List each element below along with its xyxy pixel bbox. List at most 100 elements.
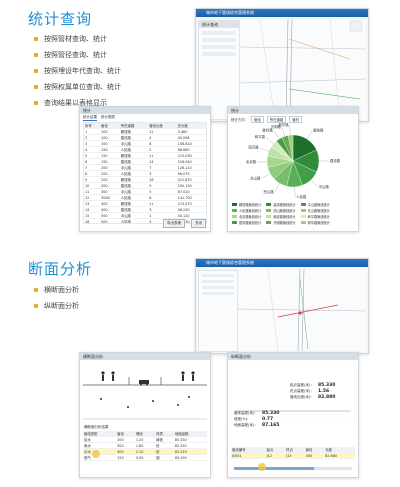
- legend-swatch: [232, 209, 237, 212]
- table-cell: 200: [100, 170, 120, 177]
- legend-item[interactable]: 北京路管线统计: [232, 214, 261, 219]
- table-cell: 85.330: [173, 442, 207, 449]
- legend-item[interactable]: 南京路管线统计: [266, 214, 296, 219]
- legend-item[interactable]: 解放路管线统计: [232, 202, 261, 207]
- tree-item[interactable]: [202, 280, 234, 283]
- table-cell: 100: [100, 134, 120, 141]
- legend-label: 中山路管线统计: [307, 203, 330, 207]
- dialog-title: 纵断面分析: [228, 353, 358, 360]
- query-field[interactable]: [202, 45, 236, 49]
- legend-label: 西山路管线统计: [273, 209, 296, 213]
- close-button[interactable]: 关闭: [191, 219, 206, 228]
- table-cell: 雨水: [83, 442, 117, 449]
- section-feature-list: 横断面分析纵断面分析: [34, 282, 79, 314]
- legend-swatch: [266, 221, 272, 224]
- table-cell: JS001: [231, 452, 266, 459]
- export-button[interactable]: 导出表格: [163, 219, 185, 228]
- tree-item[interactable]: [202, 274, 234, 277]
- horizontal-scrollbar[interactable]: [234, 467, 352, 470]
- panel-title: 统计查询: [199, 21, 239, 28]
- column-header[interactable]: 地面高程: [173, 431, 207, 437]
- column-header[interactable]: 管径: [116, 431, 135, 437]
- column-header[interactable]: 所在道路: [119, 123, 149, 129]
- stats-pie-dialog: 统计 统计方式： 管径所在道路管材 解放路建设路中山路人民路西山路东山路北京路南…: [227, 106, 359, 232]
- column-header[interactable]: 序号: [84, 123, 101, 129]
- pie-leader-line: [273, 130, 280, 140]
- table-cell: 解放路: [119, 176, 149, 183]
- pie-label: 中山路: [319, 184, 330, 189]
- query-field[interactable]: [202, 52, 236, 56]
- tree-item[interactable]: [202, 292, 234, 295]
- app-title-bar: 城市地下管线综合管理系统: [196, 259, 368, 267]
- stat-mode-option[interactable]: 所在道路: [266, 116, 287, 123]
- column-header[interactable]: 管线编号: [231, 447, 266, 453]
- table-cell: 215.030: [176, 152, 206, 159]
- column-header[interactable]: 管径: [100, 123, 120, 129]
- legend-item[interactable]: 东山路管线统计: [300, 208, 330, 213]
- table-cell: 2: [148, 212, 177, 219]
- table-cell: 解放路: [119, 128, 149, 135]
- column-header[interactable]: 管径: [304, 447, 325, 453]
- pie-label: 建设路: [330, 158, 341, 163]
- legend-item[interactable]: 胜利路管线统计: [232, 220, 261, 225]
- column-header[interactable]: 起点: [265, 447, 286, 453]
- column-header[interactable]: 管线长度: [148, 123, 177, 129]
- column-header[interactable]: 材质: [155, 431, 174, 437]
- stats-feature-item: 按照管材查询、统计: [34, 31, 121, 47]
- table-cell: 1: [84, 128, 101, 135]
- toolbar-label: 统计方式：: [231, 118, 248, 122]
- column-header[interactable]: 终点: [285, 447, 305, 453]
- legend-item[interactable]: 中山路管线统计: [300, 202, 330, 207]
- table-cell: 128.110: [176, 164, 206, 171]
- stat-mode-option[interactable]: 管径: [250, 116, 264, 123]
- column-header[interactable]: 总长度: [176, 123, 206, 129]
- legend-item[interactable]: 建设路管线统计: [266, 202, 296, 207]
- section-feature-item: 纵断面分析: [34, 298, 79, 314]
- table-cell: 11: [148, 152, 177, 159]
- stats-feature-list: 按照管材查询、统计按照管径查询、统计按照埋设年代查询、统计按照权属单位查询、统计…: [34, 31, 121, 111]
- legend-swatch: [266, 215, 272, 218]
- column-header[interactable]: 长度: [324, 447, 355, 453]
- table-row[interactable]: 16500人民路486.430: [84, 218, 206, 223]
- legend-item[interactable]: 新华路管线统计: [300, 220, 330, 225]
- column-header[interactable]: 埋深: [134, 431, 156, 437]
- column-header[interactable]: 管线类型: [83, 431, 117, 437]
- table-cell: 6: [148, 194, 177, 201]
- legend-item[interactable]: 人民路管线统计: [232, 208, 261, 213]
- query-field[interactable]: [202, 31, 236, 35]
- table-cell: 150: [100, 158, 120, 165]
- table-cell: J12: [265, 452, 286, 459]
- table-cell: 15: [84, 212, 101, 219]
- map-canvas[interactable]: [240, 19, 366, 119]
- tab-charts[interactable]: 统计图表: [101, 115, 115, 119]
- query-field[interactable]: [202, 38, 236, 42]
- legend-item[interactable]: 和平路管线统计: [300, 214, 330, 219]
- map-canvas-2[interactable]: [238, 269, 366, 351]
- legend-item[interactable]: 光明路管线统计: [266, 220, 296, 225]
- pie-leader-line: [281, 126, 286, 137]
- legend-item[interactable]: 西山路管线统计: [266, 208, 296, 213]
- stat-mode-option[interactable]: 管材: [289, 116, 303, 123]
- tree-item[interactable]: [202, 286, 234, 289]
- tab-results[interactable]: 统计结果: [83, 115, 97, 121]
